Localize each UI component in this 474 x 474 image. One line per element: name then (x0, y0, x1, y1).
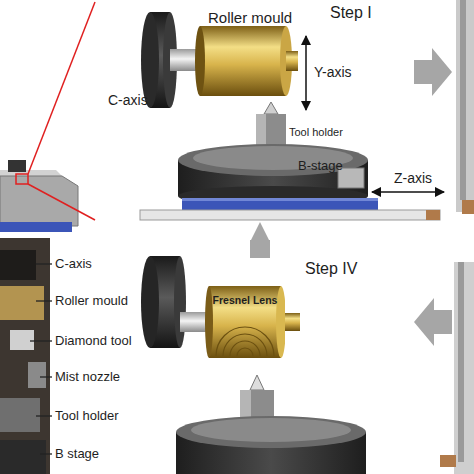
step-arrow (250, 240, 270, 258)
machine-photo (0, 440, 46, 474)
part-label: Mist nozzle (55, 370, 120, 385)
roller-mould: Fresnel Lens (205, 282, 285, 362)
step-one-machine (305, 36, 307, 110)
step-four-machine (250, 375, 264, 390)
step-one-machine (195, 26, 205, 96)
part-label: B-stage (298, 159, 343, 174)
zoom-lines (28, 184, 95, 220)
part-label: Roller mould (208, 9, 292, 26)
step-four-machine (174, 256, 186, 348)
next-step-panel (440, 455, 456, 467)
step-one-machine (178, 144, 368, 176)
axis-label: C-axis (108, 92, 148, 108)
step-one-machine (140, 12, 444, 220)
part-label: Roller mould (55, 294, 128, 309)
fresnel-ring (237, 348, 253, 356)
axis-label: Y-axis (314, 64, 352, 80)
step-four-machine (284, 313, 300, 331)
lens-label: Fresnel Lens (205, 294, 285, 306)
next-step-panel (462, 200, 474, 214)
step-panel: Step IV Fresnel Lens (95, 258, 425, 474)
zoom-lines (16, 2, 95, 220)
part-label: Tool holder (289, 126, 343, 139)
step-one-machine (200, 26, 286, 96)
step-title: Step IV (305, 260, 357, 278)
part-label: Diamond tool (55, 334, 132, 349)
step-one-machine (256, 114, 266, 148)
step-one-machine (372, 191, 444, 193)
machine-photo (28, 362, 46, 388)
next-step-panel (458, 262, 464, 462)
leader-line (36, 300, 52, 301)
leader-line (30, 264, 52, 454)
step-arrow (414, 48, 452, 96)
step-one-machine (140, 210, 440, 220)
step-four-machine (141, 256, 159, 348)
next-step-panel (440, 0, 474, 474)
step-arrow (414, 48, 452, 346)
zoom-lines (16, 174, 28, 184)
leader-line (30, 340, 52, 341)
step-title: Step I (330, 4, 372, 22)
step-one-machine (426, 210, 440, 220)
step-one-machine (182, 198, 378, 201)
machine-photo (0, 238, 50, 474)
step-four-machine (191, 418, 351, 442)
step-four-machine (180, 312, 207, 332)
part-label: Tool holder (55, 409, 119, 424)
step-four-machine (176, 416, 366, 448)
leader-line (40, 453, 52, 454)
step-one-machine (182, 198, 378, 210)
fresnel-ring (223, 334, 267, 356)
step-one-machine (256, 114, 286, 148)
leader-line (40, 376, 52, 377)
machine-photo (0, 286, 44, 320)
zoom-lines (28, 2, 95, 174)
step-four-machine (141, 256, 366, 474)
cad-overview (0, 222, 72, 232)
axis-label: Z-axis (394, 170, 432, 186)
step-arrow (414, 298, 452, 346)
cad-overview (0, 176, 78, 226)
step-panel: Step I (95, 0, 425, 222)
machine-photo (0, 238, 50, 474)
fresnel-ring (230, 341, 260, 356)
roller-cylinder (205, 286, 213, 358)
cad-overview (8, 160, 26, 172)
part-label: C-axis (55, 257, 92, 272)
cad-overview (0, 160, 78, 232)
part-label: B stage (55, 447, 99, 462)
leader-line (36, 415, 52, 416)
next-step-panel (456, 0, 474, 212)
machine-photo (0, 250, 36, 280)
leader-line (36, 263, 52, 264)
next-step-panel (460, 0, 466, 200)
step-one-machine (286, 51, 298, 71)
next-step-panel (454, 262, 474, 474)
machine-photo (0, 398, 40, 432)
step-one-machine (264, 102, 278, 114)
machine-photo (10, 330, 34, 350)
fresnel-ring (216, 327, 274, 356)
